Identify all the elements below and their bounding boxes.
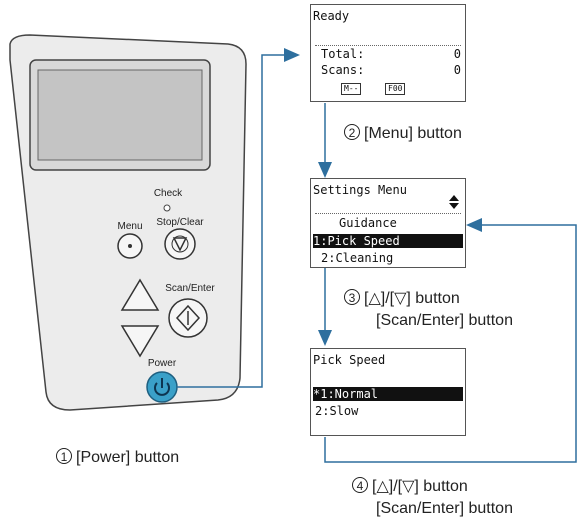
scans-label: Scans: — [321, 63, 365, 77]
scroll-arrows-icon — [449, 195, 459, 209]
step3-line2: [Scan/Enter] button — [376, 312, 513, 329]
pick-speed-title: Pick Speed — [313, 353, 386, 367]
stop-icon — [172, 237, 188, 252]
option-normal[interactable]: *1:Normal — [313, 387, 463, 401]
menu-item-guidance[interactable]: Guidance — [339, 216, 397, 230]
option-slow[interactable]: 2:Slow — [315, 404, 359, 418]
step1-text: [Power] button — [76, 449, 180, 466]
step1-number: 1 — [56, 448, 72, 464]
step4-line2: [Scan/Enter] button — [376, 500, 513, 517]
mode-tag: M-- — [341, 83, 362, 95]
step4-number: 4 — [352, 477, 368, 493]
step1-label: 1[Power] button — [56, 448, 179, 467]
step3-label: 3[△]/[▽] button [Scan/Enter] button — [344, 288, 513, 332]
scans-value: 0 — [453, 63, 461, 77]
pick-speed-screen: Pick Speed *1:Normal 2:Slow — [310, 348, 466, 436]
up-button[interactable] — [120, 278, 160, 311]
step3-number: 3 — [344, 289, 360, 305]
settings-menu-screen: Settings Menu Guidance 1:Pick Speed 2:Cl… — [310, 178, 466, 268]
flow-arrows — [177, 54, 577, 463]
function-tag: F00 — [385, 83, 406, 95]
down-button[interactable] — [120, 325, 160, 358]
step2-text: [Menu] button — [364, 125, 462, 142]
stop-clear-button[interactable] — [164, 228, 196, 260]
ready-screen: Ready Total: 0 Scans: 0 M-- F00 — [310, 4, 466, 102]
step2-label: 2[Menu] button — [344, 124, 462, 143]
arrow-heads — [284, 48, 482, 346]
step4-label: 4[△]/[▽] button [Scan/Enter] button — [352, 476, 513, 520]
power-icon — [154, 382, 170, 396]
scan-icon — [175, 304, 201, 332]
menu-item-pick-speed[interactable]: 1:Pick Speed — [313, 234, 463, 248]
step4-line1: [△]/[▽] button — [372, 478, 468, 495]
check-label: Check — [153, 188, 183, 199]
check-led — [163, 204, 171, 212]
stop-clear-label: Stop/Clear — [156, 217, 204, 228]
power-label: Power — [147, 358, 177, 369]
panel-display-inner — [37, 69, 203, 161]
step2-number: 2 — [344, 124, 360, 140]
menu-item-cleaning[interactable]: 2:Cleaning — [321, 251, 394, 265]
scan-enter-label: Scan/Enter — [165, 283, 215, 294]
ready-title: Ready — [313, 9, 350, 23]
settings-title: Settings Menu — [313, 183, 407, 197]
step3-line1: [△]/[▽] button — [364, 290, 460, 307]
total-label: Total: — [321, 47, 365, 61]
menu-label: Menu — [117, 221, 143, 232]
total-value: 0 — [453, 47, 461, 61]
